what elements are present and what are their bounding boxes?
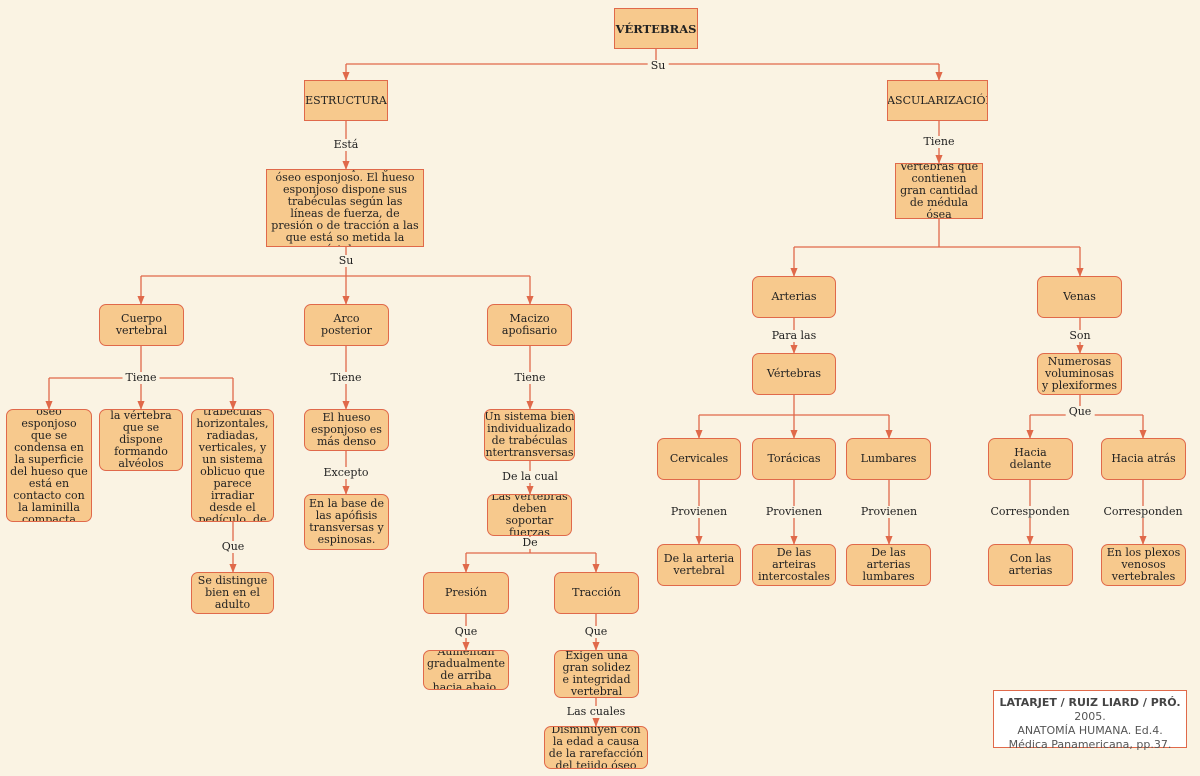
node-arterias-lumbares: De las arterias lumbares [846, 544, 931, 586]
node-plexos-venosos: En los plexos venosos vertebrales [1101, 544, 1186, 586]
citation-authors: LATARJET / RUIZ LIARD / PRÓ. [999, 696, 1181, 709]
citation-book: ANATOMÍA HUMANA. Ed.4. Médica Panamerica… [1008, 724, 1172, 751]
node-hacia-delante: Hacia delante [988, 438, 1073, 480]
node-base-apofisis: En la base de las apófisis transversas y… [304, 494, 389, 550]
node-estructura: ESTRUCTURA [304, 80, 388, 121]
link-label-provienen: Provienen [762, 506, 826, 518]
link-label-provienen: Provienen [857, 506, 921, 518]
node-hueso-denso: El hueso esponjoso es más denso [304, 409, 389, 451]
node-disminuyen: Disminuyen con la edad a causa de la rar… [544, 726, 648, 769]
link-label-tiene: Tiene [122, 372, 160, 384]
node-arterias-intercostales: De las arteiras intercostales [752, 544, 836, 586]
node-venas: Venas [1037, 276, 1122, 318]
node-tejido-oseo-condensa: Un tejido óseo esponjoso que se condensa… [6, 409, 92, 522]
node-vertebras-medula: Vértebras que contienen gran cantidad de… [895, 163, 983, 219]
node-se-distingue: Se distingue bien en el adulto [191, 572, 274, 614]
link-label-que: Que [1065, 406, 1095, 418]
node-arco-posterior: Arco posterior [304, 304, 389, 346]
node-cuerpo-vertebral: Cuerpo vertebral [99, 304, 184, 346]
link-label-las-cuales: Las cuales [563, 706, 629, 718]
citation-year: 2005. [1074, 710, 1106, 723]
link-label-tiene: Tiene [920, 136, 958, 148]
node-vertebras: VÉRTEBRAS [614, 8, 698, 49]
node-presion: Presión [423, 572, 509, 614]
node-vertebras-fuerzas: Las vértebras deben soportar fuerzas [487, 494, 572, 536]
node-arteria-vertebral: De la arteria vertebral [657, 544, 741, 586]
link-label-su: Su [335, 255, 357, 267]
link-label-son: Son [1066, 330, 1094, 342]
link-label-tiene: Tiene [327, 372, 365, 384]
link-label-provienen: Provienen [667, 506, 731, 518]
link-label-de: De [519, 537, 541, 549]
citation-box: LATARJET / RUIZ LIARD / PRÓ. 2005. ANATO… [993, 690, 1187, 751]
link-label-de-la-cual: De la cual [499, 471, 561, 483]
link-label-excepto: Excepto [320, 467, 372, 479]
node-traccion: Tracción [554, 572, 639, 614]
node-vascularizacion: VASCULARIZACIÓN [887, 80, 988, 121]
link-label-para-las: Para las [768, 330, 820, 342]
link-label-su: Su [647, 60, 669, 72]
node-macizo-apofisario: Macizo apofisario [487, 304, 572, 346]
link-label-que: Que [218, 541, 248, 553]
node-constituida: Constituida por tejido óseo esponjoso. E… [266, 169, 424, 247]
node-sistema-intertransversas: Un sistema bien individualizado de trabé… [484, 409, 575, 461]
link-label-corresponden: Corresponden [987, 506, 1073, 518]
node-centro-vertebra: Un centro de la vértebra que se dispone … [99, 409, 183, 471]
link-label-tiene: Tiene [511, 372, 549, 384]
node-sistema-trabeculas: Un sistema de trabéculas horizontales, r… [191, 409, 274, 522]
node-aumentan: Aumentan gradualmente de arriba hacia ab… [423, 650, 509, 690]
node-exigen: Exigen una gran solidez e integridad ver… [554, 650, 639, 698]
link-label-corresponden: Corresponden [1100, 506, 1186, 518]
node-cervicales: Cervicales [657, 438, 741, 480]
node-vertebras-arterias: Vértebras [752, 353, 836, 395]
link-label-que: Que [581, 626, 611, 638]
node-toracicas: Torácicas [752, 438, 836, 480]
link-label-que: Que [451, 626, 481, 638]
node-hacia-atras: Hacia atrás [1101, 438, 1186, 480]
node-lumbares: Lumbares [846, 438, 931, 480]
link-label-esta: Está [330, 139, 362, 151]
node-arterias: Arterias [752, 276, 836, 318]
node-con-arterias: Con las arterias [988, 544, 1073, 586]
node-numerosas-venas: Numerosas voluminosas y plexiformes [1037, 353, 1122, 395]
